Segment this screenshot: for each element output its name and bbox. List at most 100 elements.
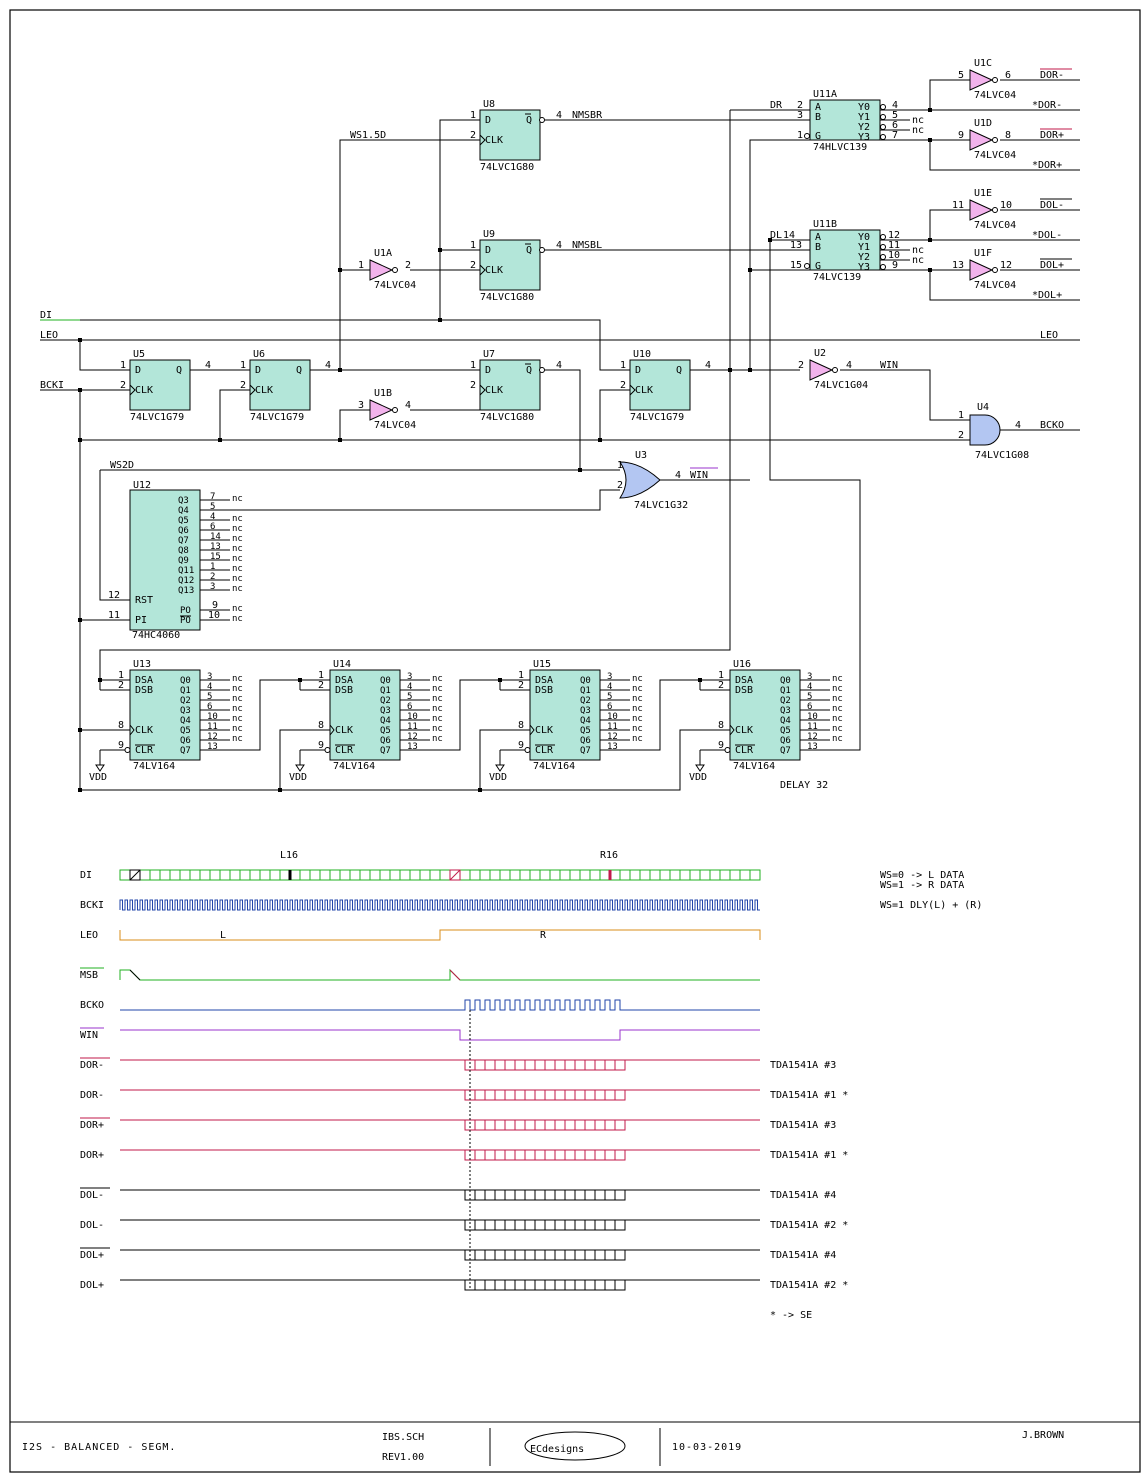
- pin-number: 6: [207, 702, 212, 712]
- pin-number: 13: [407, 742, 418, 752]
- chip-body: [479, 109, 541, 161]
- pin-number: 3: [358, 400, 364, 411]
- chip-ref: U1A: [374, 248, 392, 259]
- pin-number: 5: [607, 692, 612, 702]
- pin-label: PO: [180, 606, 191, 616]
- pin-label: DSA: [135, 675, 153, 686]
- chip-part: 74LVC1G32: [634, 500, 688, 511]
- pin-number: 8: [1005, 130, 1011, 141]
- pin-label: Q3: [380, 706, 391, 716]
- pin-number: 11: [108, 610, 120, 621]
- pin-number: 13: [952, 260, 964, 271]
- inverter-body: [969, 259, 994, 281]
- leo-wave: [119, 929, 761, 941]
- net-nmsbl: NMSBL: [572, 240, 602, 251]
- inversion-bubble: [992, 207, 998, 213]
- bcko-wave: [120, 999, 760, 1011]
- components: U874LVC1G80DCLKQU974LVC1G80DCLKQU774LVC1…: [89, 58, 1029, 783]
- timing-label: WIN: [80, 1030, 98, 1041]
- pin-number: 11: [888, 240, 900, 251]
- pin-number: 4: [207, 682, 212, 692]
- inversion-bubble: [880, 234, 886, 240]
- pin-label: Q4: [580, 716, 591, 726]
- chip-ref: U11B: [813, 219, 837, 230]
- chip-ref: U4: [977, 402, 989, 413]
- pin-label: Y2: [858, 122, 870, 133]
- vdd-symbol: [95, 764, 105, 772]
- bcki-clock: [119, 899, 760, 911]
- pin-label: Q2: [580, 696, 591, 706]
- pin-number: 12: [888, 230, 900, 241]
- pin-label: Q: [526, 245, 532, 256]
- chip-part: 74LVC1G79: [130, 412, 184, 423]
- chip-part: 74LVC1G80: [480, 412, 534, 423]
- note-ws1: WS=1 -> R DATA: [880, 880, 964, 891]
- nc-label: nc: [232, 564, 243, 574]
- nc-label: nc: [632, 694, 643, 704]
- logo-ring: [524, 1431, 626, 1461]
- wire: [840, 369, 970, 421]
- inverter-body: [809, 359, 834, 381]
- revision: REV1.00: [382, 1452, 424, 1463]
- pin-label: Q8: [178, 546, 189, 556]
- chip-part: 74LVC1G80: [480, 162, 534, 173]
- chip-part: 74LVC04: [374, 280, 416, 291]
- pin-number: 12: [1000, 260, 1012, 271]
- timing-target: TDA1541A #3: [770, 1060, 836, 1071]
- inversion-bubble: [324, 747, 331, 753]
- pin-label: CLK: [485, 135, 503, 146]
- timing-target: TDA1541A #4: [770, 1190, 836, 1201]
- pin-number: 1: [470, 240, 476, 251]
- pin-number: 2: [470, 130, 476, 141]
- chip-ref: U11A: [813, 89, 837, 100]
- pin-label: Q: [526, 365, 532, 376]
- pin-label: CLK: [485, 265, 503, 276]
- pin-label: CLK: [135, 385, 153, 396]
- junction: [78, 618, 82, 622]
- pin-number: 1: [118, 670, 124, 681]
- pin-number: 5: [210, 502, 215, 512]
- pin-label: Q1: [180, 686, 191, 696]
- timing-label: DI: [80, 870, 92, 881]
- pin-label: Q2: [180, 696, 191, 706]
- pin-label: Q12: [178, 576, 194, 586]
- pin-number: 10: [207, 712, 218, 722]
- title-block: I2S - BALANCED - SEGM.IBS.SCHREV1.00ECde…: [10, 1421, 1140, 1466]
- inversion-bubble: [539, 247, 545, 253]
- pin-label: CLK: [735, 725, 753, 736]
- pin-number: 11: [207, 722, 218, 732]
- di-msb-l: [129, 869, 141, 881]
- inversion-bubble: [880, 264, 886, 270]
- pin-number: 4: [556, 110, 562, 121]
- vdd-label: VDD: [489, 772, 507, 783]
- pin-number: 7: [210, 492, 215, 502]
- nc-label: nc: [232, 684, 243, 694]
- pin-label: CLR: [135, 745, 154, 756]
- inverter-body: [969, 199, 994, 221]
- pin-label: Q4: [780, 716, 791, 726]
- net-win: WIN: [880, 360, 898, 371]
- nc-label: nc: [632, 704, 643, 714]
- junction: [578, 468, 582, 472]
- inversion-bubble: [124, 747, 131, 753]
- pin-number: 9: [718, 740, 724, 751]
- pin-number: 2: [118, 680, 124, 691]
- wire: [79, 340, 130, 371]
- pin-number: 2: [718, 680, 724, 691]
- junction: [928, 138, 932, 142]
- net-out: DOL-: [1040, 200, 1064, 211]
- nc-label: nc: [232, 694, 243, 704]
- pin-label: Q3: [780, 706, 791, 716]
- vdd-label: VDD: [689, 772, 707, 783]
- chip-ref: U15: [533, 659, 551, 670]
- pin-number: 2: [210, 572, 215, 582]
- pin-number: 14: [210, 532, 221, 542]
- pin-label: Q5: [780, 726, 791, 736]
- marker-r16: R16: [600, 850, 618, 861]
- chip-ref: U6: [253, 349, 265, 360]
- junction: [928, 268, 932, 272]
